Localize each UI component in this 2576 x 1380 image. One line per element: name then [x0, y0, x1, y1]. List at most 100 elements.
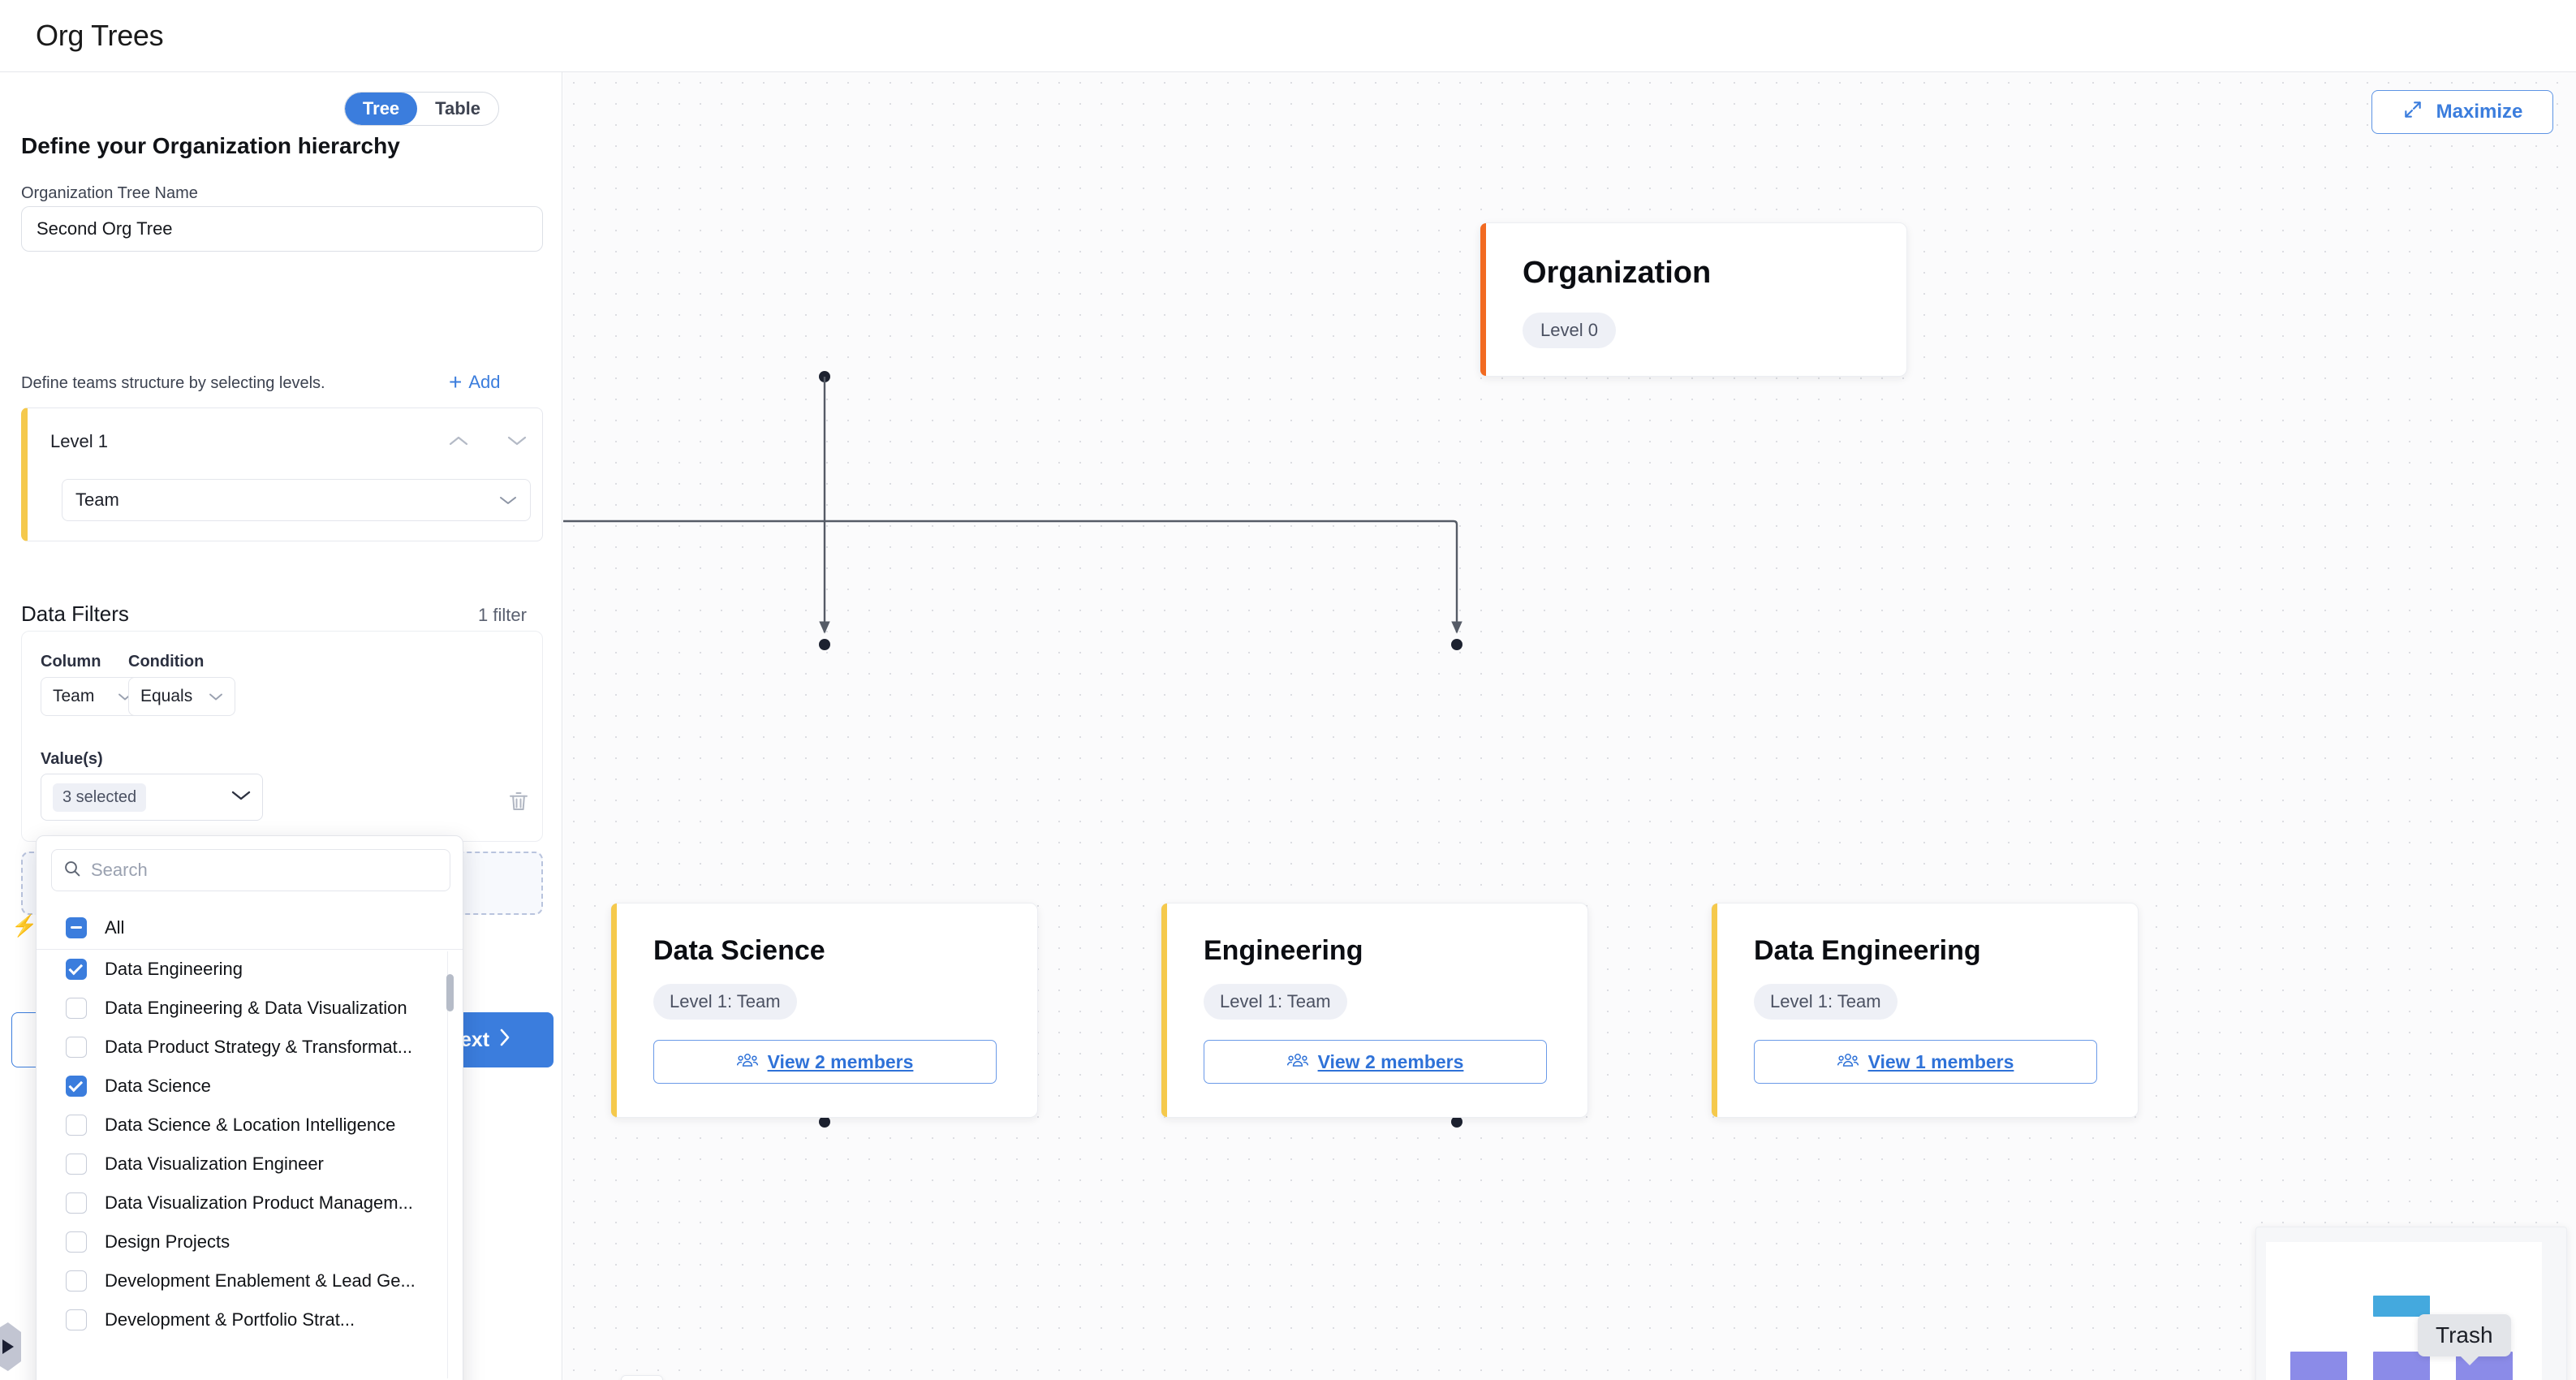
filter-column-select[interactable]: Team: [41, 677, 144, 716]
filter-count: 1 filter: [478, 605, 527, 625]
dropdown-option-label: Data Engineering: [105, 959, 243, 979]
filter-card: Column Condition Value(s) Team Equals 3 …: [21, 631, 543, 842]
org-tree-canvas[interactable]: Maximize Organization Level 0 Data Scien…: [563, 72, 2576, 1380]
members-icon: [1837, 1052, 1859, 1072]
checkbox-icon[interactable]: [66, 1192, 87, 1214]
maximize-button[interactable]: Maximize: [2371, 90, 2553, 134]
view-members-label: View 2 members: [1317, 1050, 1464, 1072]
zoom-in-button[interactable]: +: [622, 1376, 662, 1380]
tree-name-input[interactable]: [21, 206, 543, 252]
node-accent-bar: [1712, 903, 1717, 1117]
checkbox-icon[interactable]: [66, 1270, 87, 1292]
dropdown-option-label: Data Science: [105, 1076, 211, 1096]
data-filters-title: Data Filters: [21, 602, 129, 626]
dropdown-option-all[interactable]: All: [37, 906, 463, 950]
tree-node-data-engineering[interactable]: Data Engineering Level 1: Team View 1 me…: [1711, 903, 2139, 1118]
node-accent-bar: [611, 903, 617, 1117]
dropdown-option-label: Data Visualization Product Managem...: [105, 1192, 413, 1213]
dropdown-option[interactable]: Design Projects: [37, 1223, 463, 1261]
checkbox-icon[interactable]: [66, 1231, 87, 1253]
dropdown-option[interactable]: Data Product Strategy & Transformat...: [37, 1028, 463, 1067]
node-level-badge: Level 0: [1523, 313, 1616, 348]
maximize-label: Maximize: [2436, 101, 2523, 123]
view-members-button[interactable]: View 1 members: [1754, 1040, 2097, 1084]
filter-condition-value: Equals: [140, 687, 193, 705]
filter-condition-select[interactable]: Equals: [128, 677, 235, 716]
zoom-controls: + −: [621, 1375, 663, 1380]
page-title: Org Trees: [36, 19, 164, 52]
view-members-button[interactable]: View 2 members: [653, 1040, 997, 1084]
tab-table[interactable]: Table: [435, 98, 480, 119]
collapse-panel-button[interactable]: [0, 1322, 21, 1371]
app-header: Org Trees: [0, 0, 2576, 72]
dropdown-option-label: Development & Portfolio Strat...: [105, 1309, 355, 1330]
checkbox-indeterminate-icon[interactable]: [66, 916, 87, 938]
configuration-panel: Tree Table Define your Organization hier…: [0, 72, 562, 1380]
level-type-select[interactable]: Team: [62, 479, 531, 521]
members-icon: [736, 1052, 758, 1072]
tab-tree[interactable]: Tree: [344, 93, 418, 125]
minimap-node-root: [2373, 1296, 2430, 1317]
filter-values-select[interactable]: 3 selected: [41, 774, 263, 821]
search-icon: [63, 860, 81, 882]
node-level-badge: Level 1: Team: [653, 984, 797, 1020]
node-accent-bar: [1480, 223, 1486, 376]
dropdown-option[interactable]: Data Science: [37, 1067, 463, 1106]
trash-icon[interactable]: [506, 789, 531, 813]
dropdown-option-all-label: All: [105, 916, 125, 938]
dropdown-option[interactable]: Development Enablement & Lead Ge...: [37, 1261, 463, 1300]
dropdown-option-label: Data Product Strategy & Transformat...: [105, 1037, 413, 1057]
dropdown-option[interactable]: Data Science & Location Intelligence: [37, 1106, 463, 1145]
triangle-right-icon: [2, 1339, 14, 1354]
add-level-label: Add: [468, 372, 501, 392]
view-members-label: View 1 members: [1867, 1050, 2014, 1072]
view-toggle[interactable]: Tree Table: [343, 92, 499, 126]
trash-tooltip: Trash: [2418, 1314, 2511, 1365]
tree-node-engineering[interactable]: Engineering Level 1: Team View 2 members: [1161, 903, 1588, 1118]
minimap-viewport: [2266, 1242, 2542, 1380]
checkbox-icon[interactable]: [66, 1115, 87, 1136]
tree-node-root[interactable]: Organization Level 0: [1480, 222, 1907, 377]
minimap[interactable]: [2255, 1227, 2567, 1380]
dropdown-option[interactable]: Development & Portfolio Strat...: [37, 1300, 463, 1339]
dropdown-option[interactable]: Data Engineering & Data Visualization: [37, 989, 463, 1028]
view-members-label: View 2 members: [767, 1050, 914, 1072]
dropdown-option[interactable]: Data Engineering: [37, 950, 463, 989]
dropdown-scrollbar-thumb[interactable]: [446, 974, 454, 1011]
search-input[interactable]: [91, 860, 416, 881]
selected-count-chip: 3 selected: [53, 783, 147, 812]
chevron-down-icon: [231, 790, 251, 805]
dropdown-option-label: Design Projects: [105, 1231, 230, 1252]
checkbox-icon[interactable]: [66, 1037, 87, 1058]
dropdown-option-label: Data Engineering & Data Visualization: [105, 998, 407, 1018]
dropdown-option[interactable]: Data Visualization Product Managem...: [37, 1184, 463, 1223]
view-members-button[interactable]: View 2 members: [1204, 1040, 1547, 1084]
dropdown-search-wrap[interactable]: [51, 849, 450, 891]
checkbox-checked-icon[interactable]: [66, 959, 87, 980]
checkbox-icon[interactable]: [66, 998, 87, 1019]
lightning-icon: ⚡: [11, 913, 38, 938]
node-level-badge: Level 1: Team: [1204, 984, 1347, 1020]
level-title: Level 1: [50, 431, 108, 451]
chevron-down-icon: [209, 687, 223, 706]
chevron-up-icon[interactable]: [446, 431, 471, 451]
chevron-down-icon: [499, 489, 517, 511]
condition-label: Condition: [128, 653, 205, 671]
view-toggle-wrap: Tree Table: [0, 92, 562, 126]
filter-column-value: Team: [53, 687, 95, 705]
node-title: Organization: [1523, 256, 1712, 290]
dropdown-option[interactable]: Data Visualization Engineer: [37, 1145, 463, 1184]
checkbox-icon[interactable]: [66, 1309, 87, 1330]
plus-icon: +: [449, 369, 463, 395]
add-level-button[interactable]: + Add: [449, 371, 501, 394]
expand-icon: [2402, 99, 2423, 126]
node-level-badge: Level 1: Team: [1754, 984, 1898, 1020]
checkbox-checked-icon[interactable]: [66, 1076, 87, 1097]
chevron-down-icon[interactable]: [505, 431, 529, 451]
dropdown-scrollbar[interactable]: [447, 951, 454, 1378]
tree-node-data-science[interactable]: Data Science Level 1: Team View 2 member…: [610, 903, 1038, 1118]
level-card: Level 1 Team: [21, 408, 543, 541]
checkbox-icon[interactable]: [66, 1154, 87, 1175]
members-icon: [1286, 1052, 1308, 1072]
